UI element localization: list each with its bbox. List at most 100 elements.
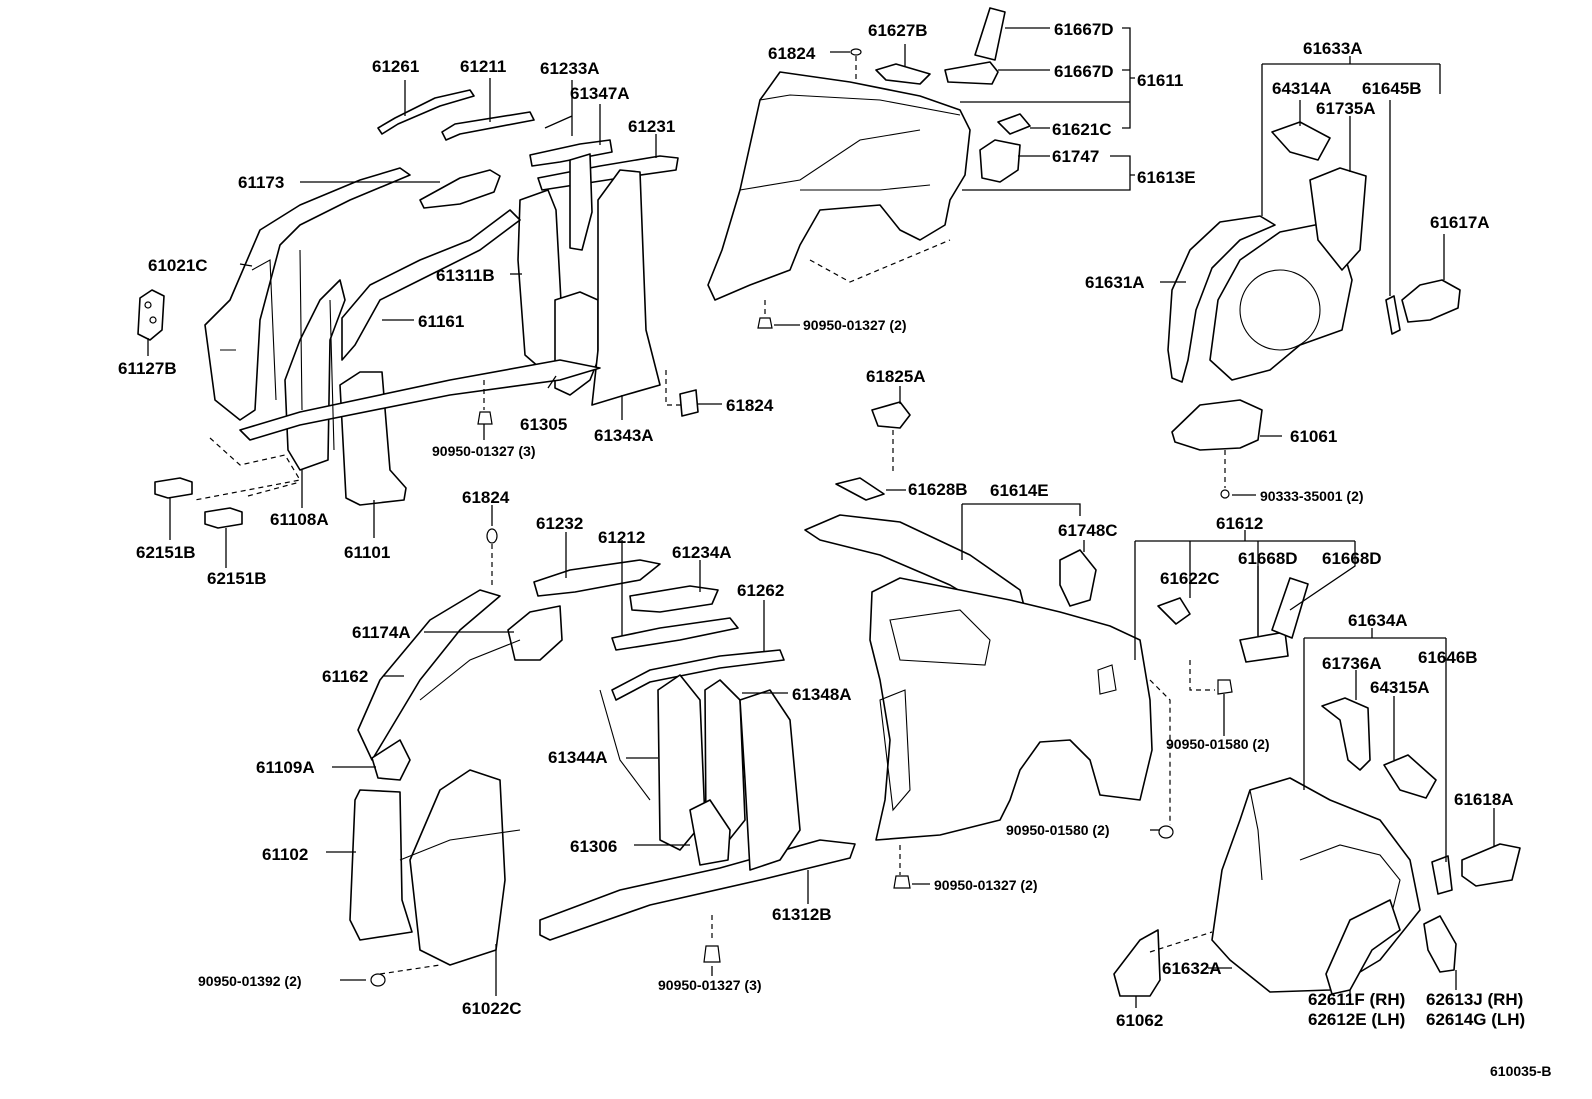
part-61312B-icon bbox=[539, 839, 856, 941]
bolt-90950-01327-2a-icon bbox=[757, 317, 773, 329]
part-61174A-icon bbox=[507, 605, 563, 661]
part-61232-icon bbox=[533, 559, 661, 597]
part-61343A-icon bbox=[591, 169, 661, 406]
nut-90950-01580-a-icon bbox=[1217, 679, 1233, 695]
label-61101: 61101 bbox=[344, 543, 391, 562]
label-61343A: 61343A bbox=[594, 426, 654, 445]
label-61622C: 61622C bbox=[1160, 569, 1220, 588]
part-61735A-icon bbox=[1309, 167, 1367, 271]
label-61668D-a: 61668D bbox=[1238, 549, 1298, 568]
label-61233A: 61233A bbox=[540, 59, 600, 78]
label-90950-01580-2a: 90950-01580 (2) bbox=[1166, 736, 1270, 752]
part-62151B-b-icon bbox=[204, 507, 243, 529]
part-61062-icon bbox=[1113, 929, 1161, 997]
label-61735A: 61735A bbox=[1316, 99, 1376, 118]
part-61162-icon bbox=[357, 589, 501, 761]
nut-90950-01580-b-icon bbox=[1158, 825, 1174, 839]
label-61824-a: 61824 bbox=[726, 396, 774, 415]
label-90950-01392: 90950-01392 (2) bbox=[198, 973, 302, 989]
label-61262: 61262 bbox=[737, 581, 785, 600]
wheel-house-outer-icon bbox=[1211, 777, 1421, 993]
label-61633A: 61633A bbox=[1303, 39, 1363, 58]
part-61211-icon bbox=[441, 111, 535, 141]
label-61611: 61611 bbox=[1137, 71, 1184, 90]
part-61212-icon bbox=[611, 617, 739, 651]
part-61173-icon bbox=[419, 169, 501, 209]
part-61747-icon bbox=[979, 139, 1021, 183]
upper-right-assembly bbox=[1167, 121, 1461, 499]
clip-90333-35001-icon bbox=[1220, 489, 1230, 499]
label-61109A: 61109A bbox=[256, 758, 315, 777]
label-61618A: 61618A bbox=[1454, 790, 1514, 809]
label-62151B-b: 62151B bbox=[207, 569, 267, 588]
label-62151B-a: 62151B bbox=[136, 543, 196, 562]
part-61611-icon bbox=[707, 71, 971, 301]
label-61127B: 61127B bbox=[118, 359, 177, 378]
part-61306-icon bbox=[689, 799, 731, 866]
label-61348A: 61348A bbox=[792, 685, 852, 704]
label-64315A: 64315A bbox=[1370, 678, 1430, 697]
part-61102-icon bbox=[349, 789, 413, 941]
part-61617A-icon bbox=[1401, 279, 1461, 323]
label-61747: 61747 bbox=[1052, 147, 1100, 166]
part-61824-c-icon bbox=[486, 528, 498, 544]
part-61234A-icon bbox=[629, 585, 719, 613]
part-61161-icon bbox=[341, 209, 521, 361]
label-61612: 61612 bbox=[1216, 514, 1264, 533]
label-61667D-b: 61667D bbox=[1054, 62, 1114, 81]
part-61347A-icon bbox=[569, 153, 593, 251]
label-61824-c: 61824 bbox=[462, 488, 510, 507]
part-61748C-icon bbox=[1059, 549, 1097, 607]
part-61631A-icon bbox=[1167, 215, 1276, 383]
label-61824-b: 61824 bbox=[768, 44, 816, 63]
label-62613J: 62613J (RH) bbox=[1426, 990, 1524, 1009]
label-61613E: 61613E bbox=[1137, 168, 1196, 187]
label-90950-01580-2b: 90950-01580 (2) bbox=[1006, 822, 1110, 838]
label-90950-01327-2a: 90950-01327 (2) bbox=[803, 317, 907, 333]
part-61667D-a-icon bbox=[974, 7, 1006, 61]
label-61211: 61211 bbox=[460, 57, 507, 76]
part-61261-icon bbox=[377, 89, 475, 135]
label-61614E: 61614E bbox=[990, 481, 1049, 500]
part-62611F-icon bbox=[1325, 899, 1401, 995]
part-61262-icon bbox=[611, 649, 785, 701]
center-pillar-lower-icon bbox=[739, 689, 801, 871]
label-61174A: 61174A bbox=[352, 623, 411, 642]
part-61824-b-icon bbox=[850, 48, 862, 56]
label-61161: 61161 bbox=[418, 312, 465, 331]
part-61627B-icon bbox=[875, 63, 931, 85]
upper-left-assembly bbox=[137, 89, 699, 529]
label-90333-35001: 90333-35001 (2) bbox=[1260, 488, 1364, 504]
label-62611F: 62611F (RH) bbox=[1308, 990, 1406, 1009]
label-90950-01327-3b: 90950-01327 (3) bbox=[658, 977, 762, 993]
label-61667D-a: 61667D bbox=[1054, 20, 1114, 39]
label-61022C: 61022C bbox=[462, 999, 522, 1018]
label-61825A: 61825A bbox=[866, 367, 926, 386]
part-61667D-b-icon bbox=[944, 61, 999, 85]
part-61621C-icon bbox=[997, 113, 1031, 135]
label-61634A: 61634A bbox=[1348, 611, 1408, 630]
lower-right-assembly bbox=[1113, 697, 1521, 997]
label-61347A: 61347A bbox=[570, 84, 630, 103]
lower-left-assembly bbox=[349, 528, 856, 987]
quarter-panel-outer-icon bbox=[869, 577, 1153, 841]
label-61646B: 61646B bbox=[1418, 648, 1478, 667]
upper-center-assembly bbox=[707, 7, 1031, 329]
label-61621C: 61621C bbox=[1052, 120, 1112, 139]
part-61618A-icon bbox=[1461, 843, 1521, 887]
label-62612E: 62612E (LH) bbox=[1308, 1010, 1406, 1029]
label-61736A: 61736A bbox=[1322, 654, 1382, 673]
part-62613J-icon bbox=[1423, 915, 1457, 973]
label-61306: 61306 bbox=[570, 837, 618, 856]
part-64315A-icon bbox=[1383, 754, 1437, 799]
label-61627B: 61627B bbox=[868, 21, 928, 40]
label-61212: 61212 bbox=[598, 528, 646, 547]
label-61631A: 61631A bbox=[1085, 273, 1145, 292]
part-61109A-icon bbox=[371, 739, 411, 781]
label-61234A: 61234A bbox=[672, 543, 732, 562]
label-61261: 61261 bbox=[372, 57, 420, 76]
label-61173: 61173 bbox=[238, 173, 285, 192]
part-61061-icon bbox=[1171, 399, 1263, 451]
